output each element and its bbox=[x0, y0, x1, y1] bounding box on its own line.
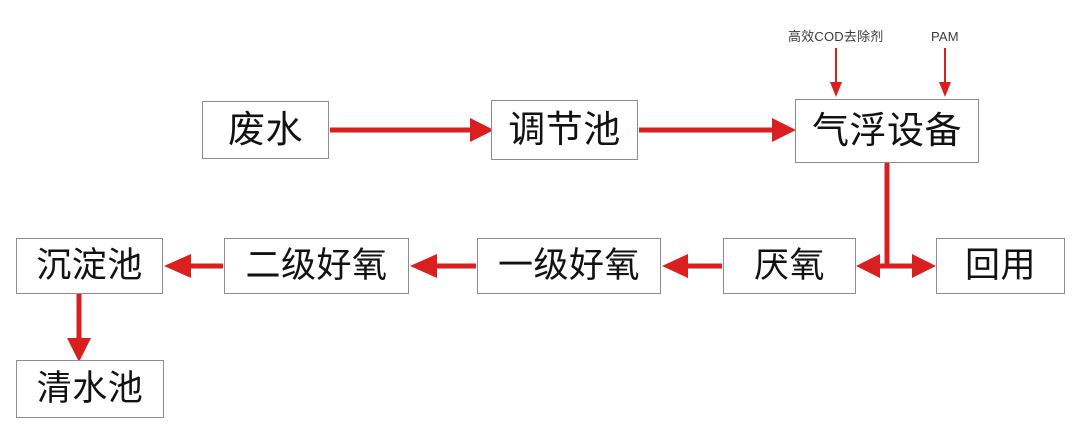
node-primary-aerobic[interactable]: 一级好氧 bbox=[477, 238, 661, 294]
node-equalization-tank-label: 调节池 bbox=[508, 108, 621, 150]
node-sedimentation-tank-label: 沉淀池 bbox=[36, 245, 143, 285]
node-reuse[interactable]: 回用 bbox=[936, 238, 1065, 294]
node-primary-aerobic-label: 一级好氧 bbox=[497, 245, 640, 285]
connector-anaerobic-to-aerobic1 bbox=[662, 254, 722, 278]
node-secondary-aerobic-label: 二级好氧 bbox=[245, 245, 388, 285]
node-wastewater[interactable]: 废水 bbox=[202, 101, 329, 159]
connector-aerobic1-to-aerobic2 bbox=[410, 254, 476, 278]
node-equalization-tank[interactable]: 调节池 bbox=[491, 100, 638, 160]
connector-flotation-to-anaerobic bbox=[856, 254, 884, 278]
connector-flotation-split bbox=[880, 163, 912, 269]
node-clear-water-tank[interactable]: 清水池 bbox=[16, 360, 164, 418]
node-air-flotation-equipment[interactable]: 气浮设备 bbox=[795, 99, 979, 163]
connector-equalization-to-flotation bbox=[639, 118, 796, 142]
connector-cod-dose-to-flotation bbox=[830, 48, 842, 97]
node-sedimentation-tank[interactable]: 沉淀池 bbox=[16, 238, 163, 294]
connector-pam-dose-to-flotation bbox=[939, 48, 951, 97]
connector-aerobic2-to-sedimentation bbox=[164, 254, 223, 278]
dosing-label-pam: PAM bbox=[931, 29, 959, 44]
connector-flotation-to-reuse bbox=[912, 254, 936, 278]
node-clear-water-tank-label: 清水池 bbox=[36, 368, 144, 408]
node-anaerobic[interactable]: 厌氧 bbox=[723, 238, 856, 294]
node-reuse-label: 回用 bbox=[964, 245, 1036, 285]
node-secondary-aerobic[interactable]: 二级好氧 bbox=[224, 238, 409, 294]
connector-wastewater-to-equalization bbox=[330, 118, 494, 142]
connector-sedimentation-to-clearwater bbox=[67, 294, 91, 362]
node-wastewater-label: 废水 bbox=[228, 108, 303, 150]
dosing-label-cod-remover: 高效COD去除剂 bbox=[788, 29, 884, 44]
node-air-flotation-equipment-label: 气浮设备 bbox=[812, 109, 962, 151]
node-anaerobic-label: 厌氧 bbox=[753, 245, 825, 285]
